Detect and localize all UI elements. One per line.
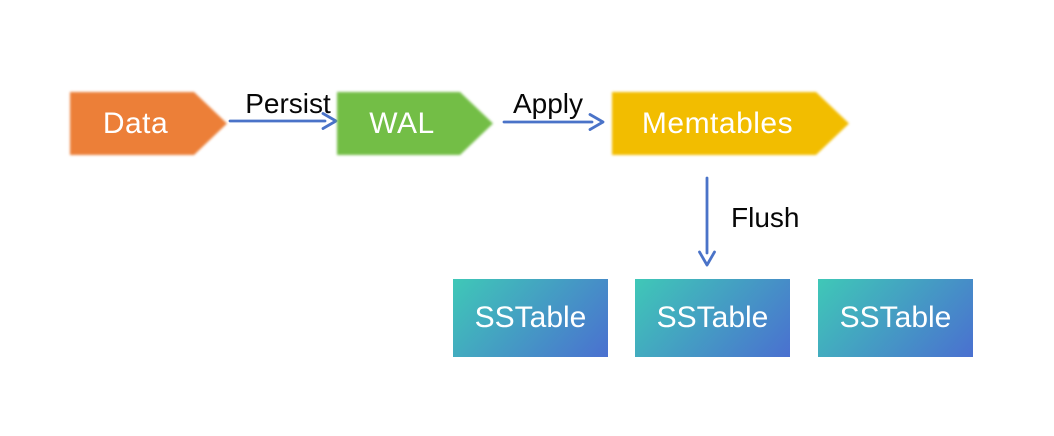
node-sstable-2-label: SSTable [656,301,769,334]
persist-edge-label: Persist [245,88,331,119]
node-sstable-1: SSTable [453,279,608,357]
node-data: Data [70,92,227,155]
node-wal-label: WAL [369,106,435,140]
node-data-label: Data [102,106,169,140]
node-sstable-2: SSTable [635,279,790,357]
node-data-shape [70,92,227,155]
node-wal: WAL [337,92,493,155]
node-memtables: Memtables [612,92,849,155]
flush-edge-label: Flush [731,202,800,233]
flush-arrow [698,176,716,267]
node-memtables-label: Memtables [641,106,794,140]
apply-edge-label: Apply [512,88,584,119]
node-wal-shape [337,92,493,155]
node-sstable-3: SSTable [818,279,973,357]
node-sstable-3-label: SSTable [839,301,952,334]
node-memtables-shape [612,92,849,155]
node-sstable-1-label: SSTable [474,301,587,334]
